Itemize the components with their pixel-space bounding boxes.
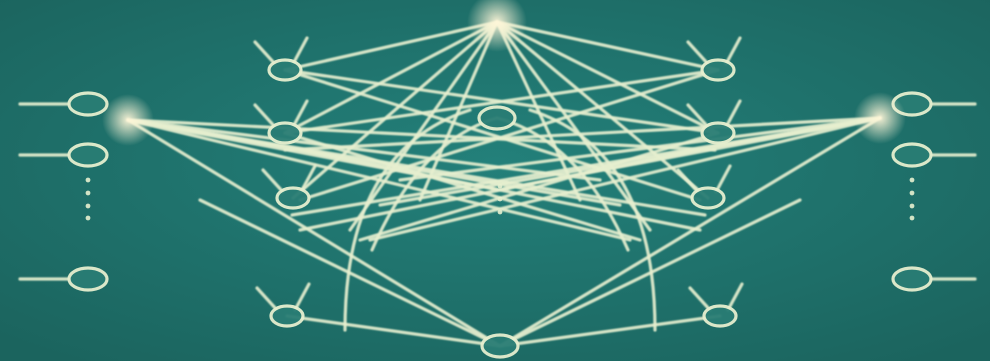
input-node [69, 93, 107, 115]
ellipsis-dot [910, 178, 915, 183]
hidden-node [704, 306, 736, 326]
ellipsis-dot [86, 191, 91, 196]
hidden-node [692, 188, 724, 208]
ellipsis-dot [498, 197, 503, 202]
hidden-node [702, 123, 734, 143]
ellipsis-dot [498, 184, 503, 189]
ellipsis-dot [910, 216, 915, 221]
ellipsis-dot [910, 204, 915, 209]
hidden-node [269, 123, 301, 143]
ellipsis-dot [86, 178, 91, 183]
output-node [893, 268, 931, 290]
hidden-node [269, 60, 301, 80]
center-node [482, 335, 518, 357]
input-node [69, 268, 107, 290]
ellipsis-dot [86, 204, 91, 209]
hidden-node [271, 306, 303, 326]
hub-glow [102, 94, 154, 146]
hidden-node [702, 60, 734, 80]
ellipsis-dot [86, 216, 91, 221]
output-node [893, 144, 931, 166]
center-node [479, 107, 515, 129]
ellipsis-dot [910, 191, 915, 196]
hidden-node [277, 188, 309, 208]
hub-glow [854, 92, 906, 144]
ellipsis-dot [498, 210, 503, 215]
input-node [69, 144, 107, 166]
